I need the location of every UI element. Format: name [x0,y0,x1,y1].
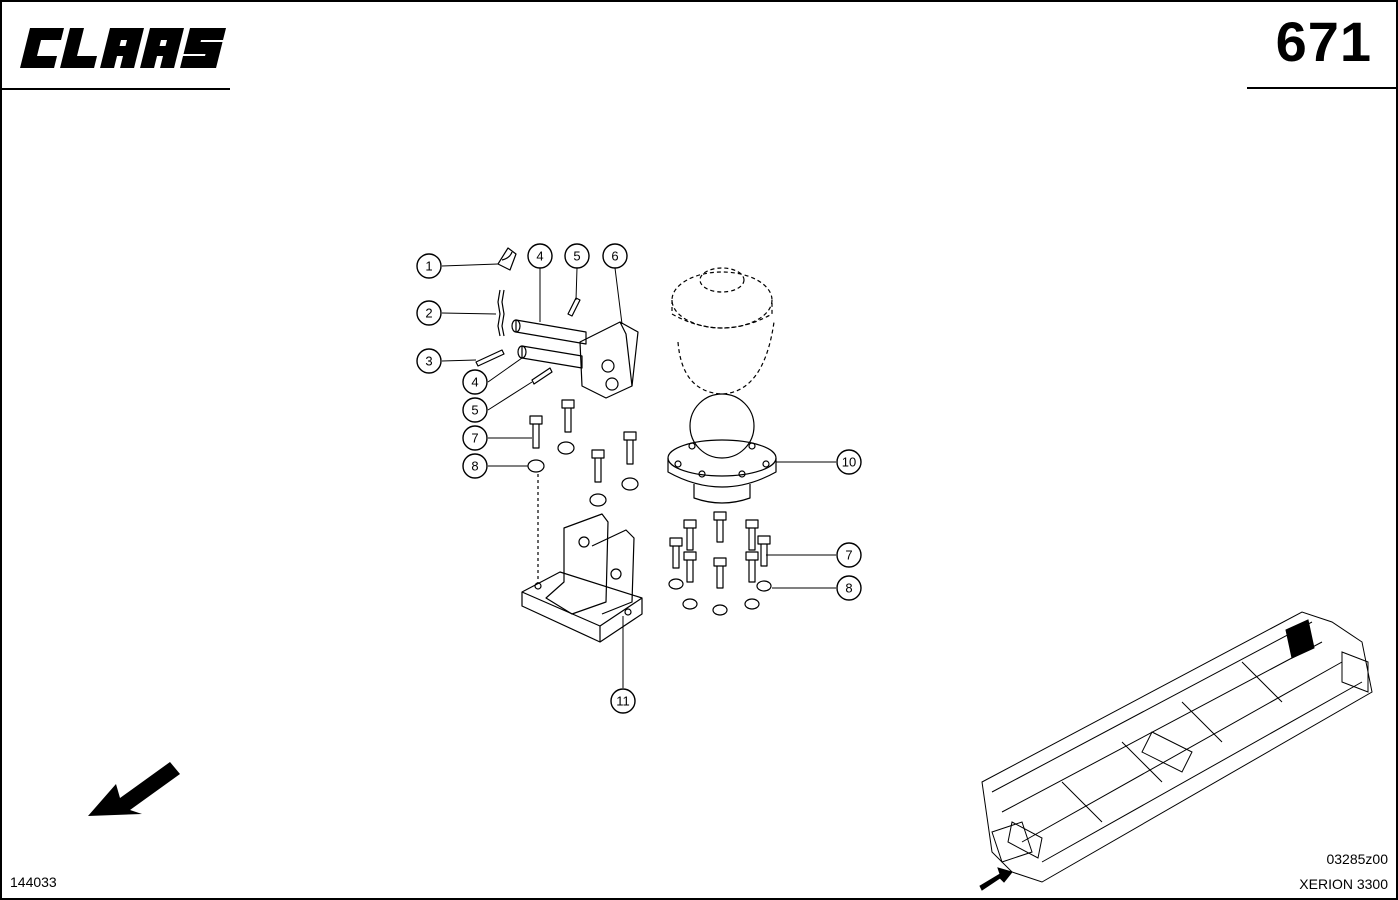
svg-text:5: 5 [471,403,478,418]
part-spring-pin-lower [531,367,553,385]
part-coupling-outline [671,267,775,395]
callout-5a: 5 [564,243,590,269]
svg-text:11: 11 [616,694,630,709]
part-clip [497,247,517,271]
chassis-locator-thumbnail [979,611,1373,891]
image-code: 03285z00 [1326,851,1388,867]
svg-text:3: 3 [425,354,432,369]
part-pin-lower [517,345,583,369]
part-bracket-block [579,321,639,399]
part-ball-flange [667,393,777,504]
part-split-pin [475,349,505,367]
direction-arrow-icon [88,762,180,816]
part-nuts-lower [668,578,772,616]
part-pin-upper [511,319,587,345]
part-spring-pin-upper [567,297,581,317]
svg-text:8: 8 [471,459,478,474]
svg-text:1: 1 [425,259,432,274]
svg-text:2: 2 [425,306,432,321]
callouts: 1 2 3 4 5 6 4 5 7 8 10 7 8 11 [416,243,862,714]
callout-10: 10 [836,449,862,475]
leader-lines [441,263,836,688]
header-rule-left [2,88,230,90]
callout-11: 11 [610,688,636,714]
callout-8b: 8 [836,575,862,601]
page-number: 671 [1275,10,1372,73]
callout-4b: 4 [462,369,488,395]
svg-text:10: 10 [842,455,856,470]
callout-7a: 7 [462,425,488,451]
header-rule-right [1247,87,1396,89]
callout-6: 6 [602,243,628,269]
part-bolts-upper [529,399,637,483]
svg-text:7: 7 [471,431,478,446]
callout-8a: 8 [462,453,488,479]
callout-7b: 7 [836,542,862,568]
svg-text:4: 4 [471,375,478,390]
claas-logo [20,28,227,68]
part-chain [497,289,505,337]
model-name: XERION 3300 [1299,876,1388,892]
svg-text:6: 6 [611,249,618,264]
callout-3: 3 [416,348,442,374]
part-nuts-upper [527,441,639,507]
svg-text:4: 4 [536,249,543,264]
svg-text:5: 5 [573,249,580,264]
svg-text:7: 7 [845,548,852,563]
callout-2: 2 [416,300,442,326]
callout-4a: 4 [527,243,553,269]
callout-5b: 5 [462,397,488,423]
svg-text:8: 8 [845,581,852,596]
part-base-bracket [521,513,643,643]
drawing-number: 144033 [10,874,57,890]
callout-1: 1 [416,253,442,279]
part-bolts-lower [669,511,771,589]
